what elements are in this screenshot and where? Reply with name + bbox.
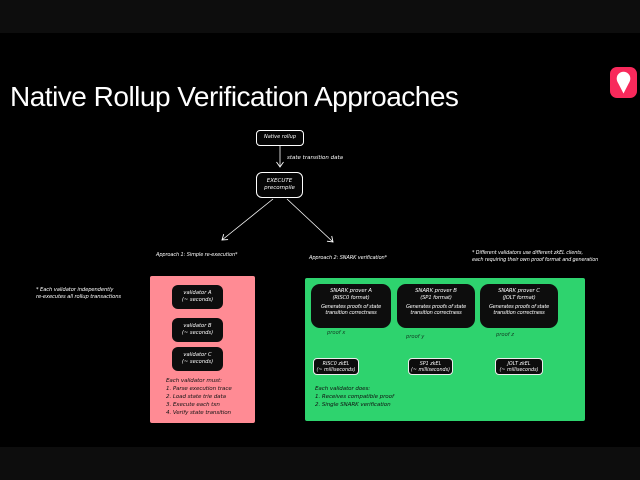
prover-a-label: SNARK prover A	[330, 288, 372, 294]
execute-label: EXECUTE	[266, 178, 293, 184]
checklist-item: 1. Parse execution trace	[166, 386, 232, 392]
prover-a-desc-line2: transition correctness	[325, 310, 377, 317]
prover-a-format: (RISC0 format)	[332, 294, 370, 301]
checklist-item: 1. Receives compatible proof	[315, 394, 394, 400]
prover-b-desc-line1: Generates proofs of state	[405, 304, 467, 310]
prover-a-desc-line1: Generates proofs of state	[320, 304, 382, 310]
risc0-zkel-label: RISC0 zkEL	[322, 361, 350, 367]
checklist-item: 4. Verify state transition	[166, 410, 231, 416]
snark-prover-c-node: SNARK prover C (JOLT format) Generates p…	[480, 284, 558, 328]
approach2-footnote-line2: each requiring their own proof format an…	[472, 257, 599, 263]
sp1-zkel-node: SP1 zkEL (~ milliseconds)	[408, 358, 453, 375]
validator-b-time: (~ seconds)	[181, 329, 214, 336]
ice-cream-logo-icon	[610, 67, 637, 98]
risc0-zkel-node: RISC0 zkEL (~ milliseconds)	[313, 358, 359, 375]
approach1-heading: Approach 1: Simple re-execution*	[156, 252, 238, 258]
prover-b-desc-line2: transition correctness	[410, 310, 462, 317]
validator-c-node: validator C (~ seconds)	[172, 347, 223, 371]
page-title: Native Rollup Verification Approaches	[10, 81, 459, 112]
letterbox-bottom	[0, 447, 640, 480]
approach1-footnote: * Each validator independently re-execut…	[36, 287, 121, 301]
jolt-zkel-node: JOLT zkEL (~ milliseconds)	[495, 358, 543, 375]
approach1-checklist: Each validator must: 1. Parse execution …	[166, 377, 232, 417]
prover-c-desc-line2: transition correctness	[493, 310, 545, 317]
validator-c-time: (~ seconds)	[181, 358, 214, 365]
sp1-zkel-label: SP1 zkEL	[419, 361, 442, 367]
edge-label-state-transition-data: state transition data	[287, 155, 344, 161]
native-rollup-node: Native rollup	[256, 130, 304, 146]
sp1-zkel-latency: (~ milliseconds)	[411, 367, 450, 373]
jolt-zkel-latency: (~ milliseconds)	[499, 367, 539, 373]
approach2-footnote-line1: * Different validators use different zkE…	[472, 250, 583, 256]
prover-b-format: (SP1 format)	[420, 294, 452, 301]
jolt-zkel-label: JOLT zkEL	[507, 361, 531, 367]
approach2-footnote: * Different validators use different zkE…	[472, 250, 598, 264]
approach1-panel: validator A (~ seconds) validator B (~ s…	[150, 276, 255, 423]
approach1-footnote-line1: * Each validator independently	[36, 287, 114, 293]
validator-b-label: validator B	[183, 322, 212, 329]
checklist-item: 3. Execute each txn	[166, 402, 220, 408]
validator-b-node: validator B (~ seconds)	[172, 318, 223, 342]
approach2-checklist: Each validator does: 1. Receives compati…	[315, 385, 394, 409]
snark-prover-a-node: SNARK prover A (RISC0 format) Generates …	[311, 284, 391, 328]
validator-a-time: (~ seconds)	[181, 296, 214, 303]
approach2-heading: Approach 2: SNARK verification*	[309, 255, 388, 261]
proof-z-label: proof z	[496, 332, 514, 338]
approach2-panel: SNARK prover A (RISC0 format) Generates …	[305, 278, 585, 421]
prover-b-label: SNARK prover B	[415, 288, 457, 294]
validator-a-label: validator A	[183, 289, 212, 296]
proof-x-label: proof x	[327, 330, 346, 336]
risc0-zkel-latency: (~ milliseconds)	[316, 367, 356, 373]
validator-c-label: validator C	[183, 351, 212, 358]
arrow-precompile-to-approach2	[286, 198, 334, 243]
approach1-footnote-line2: re-executes all rollup transactions	[36, 294, 122, 301]
ice-cream-icon	[616, 71, 631, 94]
validator-a-node: validator A (~ seconds)	[172, 285, 223, 309]
letterbox-top	[0, 0, 640, 33]
snark-prover-b-node: SNARK prover B (SP1 format) Generates pr…	[397, 284, 475, 328]
checklist-item: 2. Single SNARK verification	[315, 402, 391, 408]
precompile-label: precompile	[264, 185, 295, 191]
prover-c-label: SNARK prover C	[498, 288, 540, 294]
checklist-item: 2. Load state trie data	[166, 394, 226, 400]
checklist-title: Each validator does:	[315, 386, 371, 392]
execute-precompile-node: EXECUTE precompile	[256, 172, 303, 198]
checklist-title: Each validator must:	[166, 378, 222, 384]
arrow-precompile-to-approach1	[221, 198, 274, 241]
prover-c-format: (JOLT format)	[502, 294, 536, 301]
prover-c-desc-line1: Generates proofs of state	[488, 304, 550, 310]
proof-y-label: proof y	[406, 334, 425, 340]
